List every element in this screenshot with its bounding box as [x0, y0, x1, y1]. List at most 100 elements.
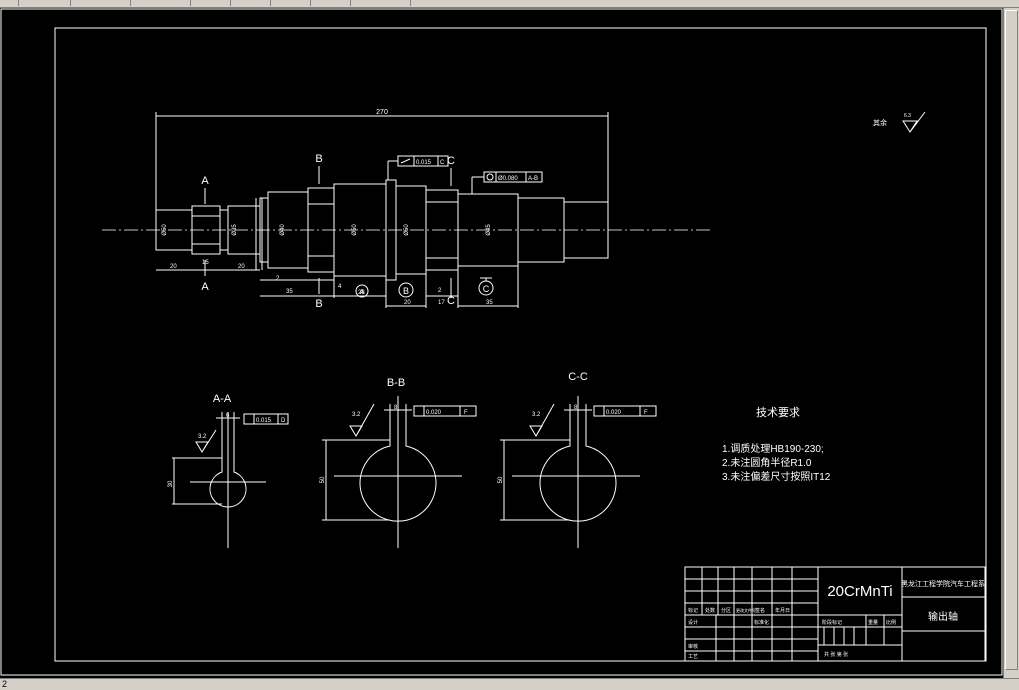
- outer-border: [0, 8, 1003, 676]
- gdt-runout-frame: 0.015 C: [387, 155, 449, 180]
- section-aa-gdt-val: 0.015: [256, 418, 272, 424]
- toolbar-button[interactable]: [60, 0, 71, 6]
- tech-req-item-3: 3.未注偏差尺寸按照IT12: [722, 470, 831, 483]
- len-dim-1: 20: [170, 264, 177, 270]
- svg-text:重量: 重量: [868, 619, 878, 626]
- section-bb: B-B 50 3.2 8 0.020 F: [320, 377, 477, 548]
- length-dimensions: [156, 266, 519, 308]
- tech-req-item-1: 1.调质处理HB190-230;: [722, 443, 824, 455]
- toolbar-button[interactable]: [300, 0, 311, 6]
- command-prompt: 2: [2, 679, 8, 689]
- gdt-runout-value: 0.015: [416, 160, 432, 166]
- section-marker-a-bottom: A: [201, 281, 209, 293]
- len-dim-8: 20: [404, 300, 411, 306]
- section-bb-rough: 3.2: [352, 412, 361, 418]
- svg-text:A: A: [360, 289, 365, 296]
- svg-text:审核: 审核: [688, 643, 698, 650]
- svg-text:设计: 设计: [688, 619, 698, 626]
- section-bb-dia: 50: [320, 476, 326, 483]
- section-bb-keyw: 8: [394, 405, 398, 411]
- drawing-canvas[interactable]: 270 Ø50 Ø35 Ø40 Ø50 Ø50 Ø45 20 15 20 2 3…: [0, 8, 1003, 678]
- roughness-value: 6.3: [904, 113, 911, 119]
- section-aa-keyw: 6: [226, 413, 230, 419]
- svg-text:C: C: [483, 284, 490, 294]
- section-cc-profile: [539, 440, 617, 522]
- section-marker-b-top: B: [315, 153, 322, 165]
- roughness-note: 其余: [873, 118, 887, 127]
- len-dim-4: 2: [276, 276, 280, 282]
- svg-text:年月日: 年月日: [775, 607, 790, 614]
- tech-requirements: 技术要求 1.调质处理HB190-230; 2.未注圆角半径R1.0 3.未注偏…: [722, 406, 831, 483]
- section-marker-c-top: C: [447, 155, 455, 167]
- len-dim-7: 28: [358, 290, 365, 296]
- section-bb-gdt-val: 0.020: [426, 410, 442, 416]
- title-block: 20CrMnTi 黑龙江工程学院汽车工程系 输出轴 标记 处数 分区 更改文件号…: [684, 566, 986, 662]
- command-line[interactable]: 2: [0, 678, 1019, 690]
- gdt-cyl-value: Ø0.080: [498, 176, 518, 182]
- dia-dim-3: Ø40: [280, 224, 286, 236]
- gdt-cylindricity-frame: Ø0.080 A-B: [471, 171, 543, 194]
- svg-text:阶段标记: 阶段标记: [822, 619, 842, 626]
- tech-req-title: 技术要求: [756, 406, 800, 419]
- toolbar-button[interactable]: [400, 0, 411, 6]
- section-marker-b-bottom: B: [315, 298, 322, 310]
- toolbar-button[interactable]: [340, 0, 351, 6]
- len-dim-3: 20: [238, 264, 245, 270]
- section-marker-a-top: A: [201, 175, 209, 187]
- svg-text:签名: 签名: [755, 607, 765, 614]
- datum-b-symbol: [398, 282, 414, 298]
- toolbar-button[interactable]: [120, 0, 131, 6]
- section-aa-gdt-ref: D: [281, 418, 286, 424]
- section-aa-rough: 3.2: [198, 434, 207, 440]
- section-cc-dia: 50: [498, 476, 504, 483]
- roughness-symbol: [902, 111, 926, 133]
- section-bb-title: B-B: [387, 377, 405, 389]
- section-cc-gdt-ref: F: [644, 410, 648, 416]
- toolbar-button[interactable]: [220, 0, 231, 6]
- dia-dim-5: Ø50: [404, 224, 410, 236]
- section-aa: A-A 30 3.2 6 0.015 D: [168, 393, 289, 548]
- len-dim-10: 17: [438, 300, 445, 306]
- svg-text:标准化: 标准化: [754, 619, 769, 626]
- section-aa-title: A-A: [213, 393, 232, 405]
- section-bb-gdt-ref: F: [464, 410, 468, 416]
- toolbar-button[interactable]: [8, 0, 19, 6]
- gdt-cyl-datum: A-B: [528, 176, 538, 182]
- toolbar: [0, 0, 1019, 8]
- school-label: 黑龙江工程学院汽车工程系: [901, 579, 985, 588]
- scrollbar-thumb[interactable]: [1005, 10, 1018, 670]
- len-dim-11: 35: [486, 300, 493, 306]
- shaft-segment-8: [563, 201, 609, 259]
- vertical-scrollbar[interactable]: [1003, 8, 1019, 678]
- len-dim-6: 4: [338, 284, 342, 290]
- dia-dim-1: Ø50: [162, 224, 168, 236]
- svg-text:B: B: [403, 286, 409, 296]
- section-cc-gdt-val: 0.020: [606, 410, 622, 416]
- part-name-label: 输出轴: [928, 610, 958, 623]
- svg-text:分区: 分区: [721, 607, 731, 614]
- svg-text:工艺: 工艺: [688, 654, 698, 660]
- section-marker-c-bottom: C: [447, 295, 455, 307]
- section-cc-title: C-C: [568, 371, 588, 383]
- cad-drawing: 270 Ø50 Ø35 Ø40 Ø50 Ø50 Ø45 20 15 20 2 3…: [0, 8, 1003, 676]
- datum-a-symbol: [355, 284, 369, 298]
- section-aa-dia: 30: [168, 480, 174, 487]
- tech-req-item-2: 2.未注圆角半径R1.0: [722, 456, 812, 469]
- section-aa-profile: [209, 458, 247, 508]
- section-cc-rough: 3.2: [532, 412, 541, 418]
- section-bb-profile: [359, 440, 437, 522]
- gdt-runout-datum: C: [440, 160, 445, 166]
- shaft-front-view: [102, 179, 712, 281]
- section-cc-keyw: 8: [574, 405, 578, 411]
- svg-text:更改文件号: 更改文件号: [736, 607, 756, 613]
- svg-text:处数: 处数: [705, 607, 715, 614]
- section-cc: C-C 50 3.2 8 0.020 F: [498, 371, 657, 548]
- len-dim-2: 15: [202, 260, 209, 266]
- svg-text:标记: 标记: [688, 607, 698, 614]
- dia-dim-4: Ø50: [352, 224, 358, 236]
- inner-frame: [54, 27, 987, 662]
- svg-text:共 张 第 张: 共 张 第 张: [824, 651, 848, 658]
- toolbar-button[interactable]: [260, 0, 271, 6]
- toolbar-button[interactable]: [180, 0, 191, 6]
- material-label: 20CrMnTi: [827, 583, 892, 600]
